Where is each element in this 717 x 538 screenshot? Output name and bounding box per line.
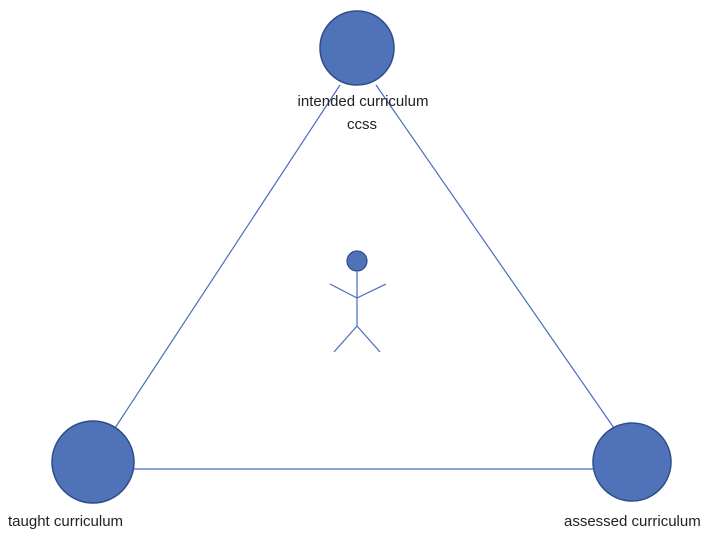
label-ccss: ccss (347, 116, 377, 133)
node-assessed (592, 422, 672, 502)
figure-arm-right (356, 283, 387, 299)
edge-top-right (375, 84, 615, 429)
figure-leg-right (356, 325, 381, 353)
label-intended-curriculum: intended curriculum (297, 93, 429, 110)
node-intended (319, 10, 395, 86)
figure-leg-left (333, 325, 358, 353)
figure-arm-left (329, 283, 358, 299)
label-assessed-curriculum: assessed curriculum (564, 513, 701, 530)
label-taught-curriculum: taught curriculum (8, 513, 124, 530)
node-taught (51, 420, 135, 504)
edge-top-left (114, 84, 341, 429)
figure-head (346, 250, 368, 272)
person-figure-icon (329, 250, 387, 353)
